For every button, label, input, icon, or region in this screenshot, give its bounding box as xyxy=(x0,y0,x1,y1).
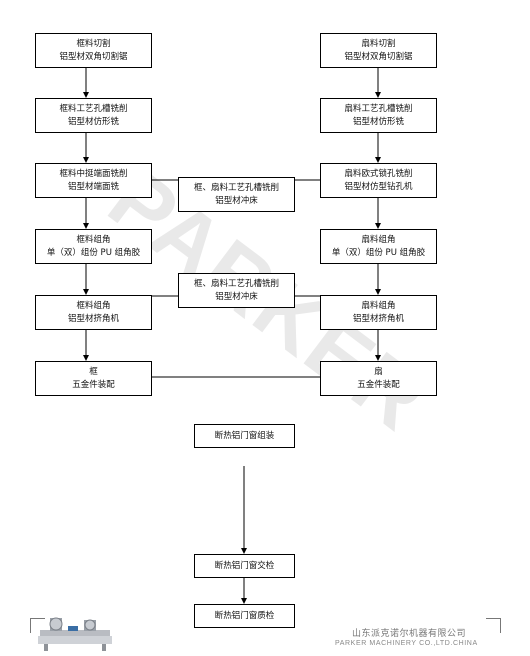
node-punch-2: 框、扇料工艺孔槽铣削 铝型材冲床 xyxy=(178,273,295,308)
corner-mark-left xyxy=(30,618,45,633)
node-frame-mill: 框料工艺孔槽铣削 铝型材仿形铣 xyxy=(35,98,152,133)
corner-mark-right xyxy=(486,618,501,633)
company-name-en: PARKER MACHINERY CO.,LTD.CHINA xyxy=(335,640,478,647)
node-frame-crimp: 框料组角 铝型材挤角机 xyxy=(35,295,152,330)
node-frame-hardware: 框 五金件装配 xyxy=(35,361,152,396)
node-sash-glue: 扇料组角 单（双）组份 PU 组角胶 xyxy=(320,229,437,264)
node-assembly: 断热铝门窗组装 xyxy=(194,424,295,448)
node-sash-cut: 扇料切割 铝型材双角切割锯 xyxy=(320,33,437,68)
node-sash-crimp: 扇料组角 铝型材挤角机 xyxy=(320,295,437,330)
node-sash-mill: 扇料工艺孔槽铣削 铝型材仿形铣 xyxy=(320,98,437,133)
node-handover: 断热铝门窗交检 xyxy=(194,554,295,578)
node-frame-cut: 框料切割 铝型材双角切割锯 xyxy=(35,33,152,68)
node-frame-glue: 框料组角 单（双）组份 PU 组角胶 xyxy=(35,229,152,264)
node-punch-1: 框、扇料工艺孔槽铣削 铝型材冲床 xyxy=(178,177,295,212)
node-sash-lock: 扇料欧式锁孔铣削 铝型材仿型钻孔机 xyxy=(320,163,437,198)
cutting-machine-icon xyxy=(38,617,112,651)
node-quality: 断热铝门窗质检 xyxy=(194,604,295,628)
company-name-cn: 山东派克诺尔机器有限公司 xyxy=(352,629,467,639)
node-frame-end: 框料中挺端面铣削 铝型材端面铣 xyxy=(35,163,152,198)
node-sash-hardware: 扇 五金件装配 xyxy=(320,361,437,396)
